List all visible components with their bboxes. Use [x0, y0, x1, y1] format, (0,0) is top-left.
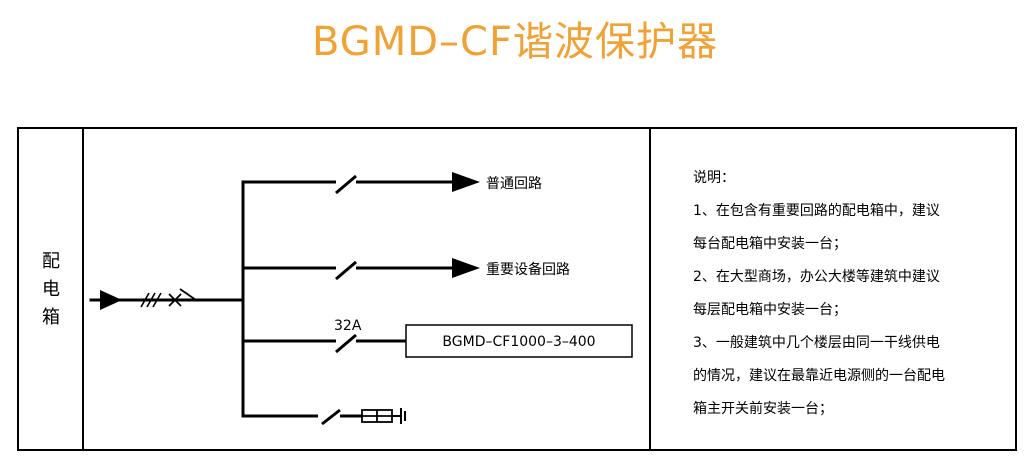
- note-line: 每台配电箱中安装一台；: [693, 236, 847, 252]
- incoming-arrow-icon: [100, 290, 122, 310]
- branch-important-arrow-icon: [452, 258, 480, 278]
- page-title: BGMD–CF谐波保护器: [312, 19, 718, 65]
- terminal-end-icon: [392, 408, 406, 424]
- label-char: 配: [42, 251, 60, 272]
- label-char: 电: [42, 279, 60, 300]
- breaker-cross-icon: [168, 288, 197, 307]
- breaker-rating-label: 32A: [334, 318, 362, 334]
- branch-normal-label: 普通回路: [486, 176, 542, 192]
- note-line: 的情况，建议在最靠近电源侧的一台配电: [693, 368, 945, 384]
- notes-heading: 说明：: [693, 170, 735, 186]
- branch-normal-arrow-icon: [452, 172, 480, 192]
- protector-device-label: BGMD–CF1000–3–400: [442, 334, 595, 350]
- branch-important-label: 重要设备回路: [486, 261, 570, 278]
- note-line: 2、在大型商场，办公大楼等建筑中建议: [693, 269, 940, 285]
- three-phase-marks-icon: [140, 292, 162, 308]
- note-line: 每层配电箱中安装一台；: [693, 302, 847, 318]
- fuse-icon: [361, 409, 393, 423]
- note-line: 3、一般建筑中几个楼层由同一干线供电: [693, 335, 940, 351]
- note-line: 1、在包含有重要回路的配电箱中，建议: [693, 203, 940, 219]
- note-line: 箱主开关前安装一台；: [693, 401, 833, 417]
- diagram-frame: [17, 127, 1017, 451]
- label-char: 箱: [42, 307, 60, 328]
- column-divider-right: [649, 127, 651, 451]
- protector-device-box: [405, 324, 633, 358]
- notes-panel: 说明： 1、在包含有重要回路的配电箱中，建议 每台配电箱中安装一台； 2、在大型…: [693, 162, 1013, 426]
- distribution-box-label: 配 电 箱: [20, 248, 82, 332]
- column-divider-left: [82, 127, 84, 451]
